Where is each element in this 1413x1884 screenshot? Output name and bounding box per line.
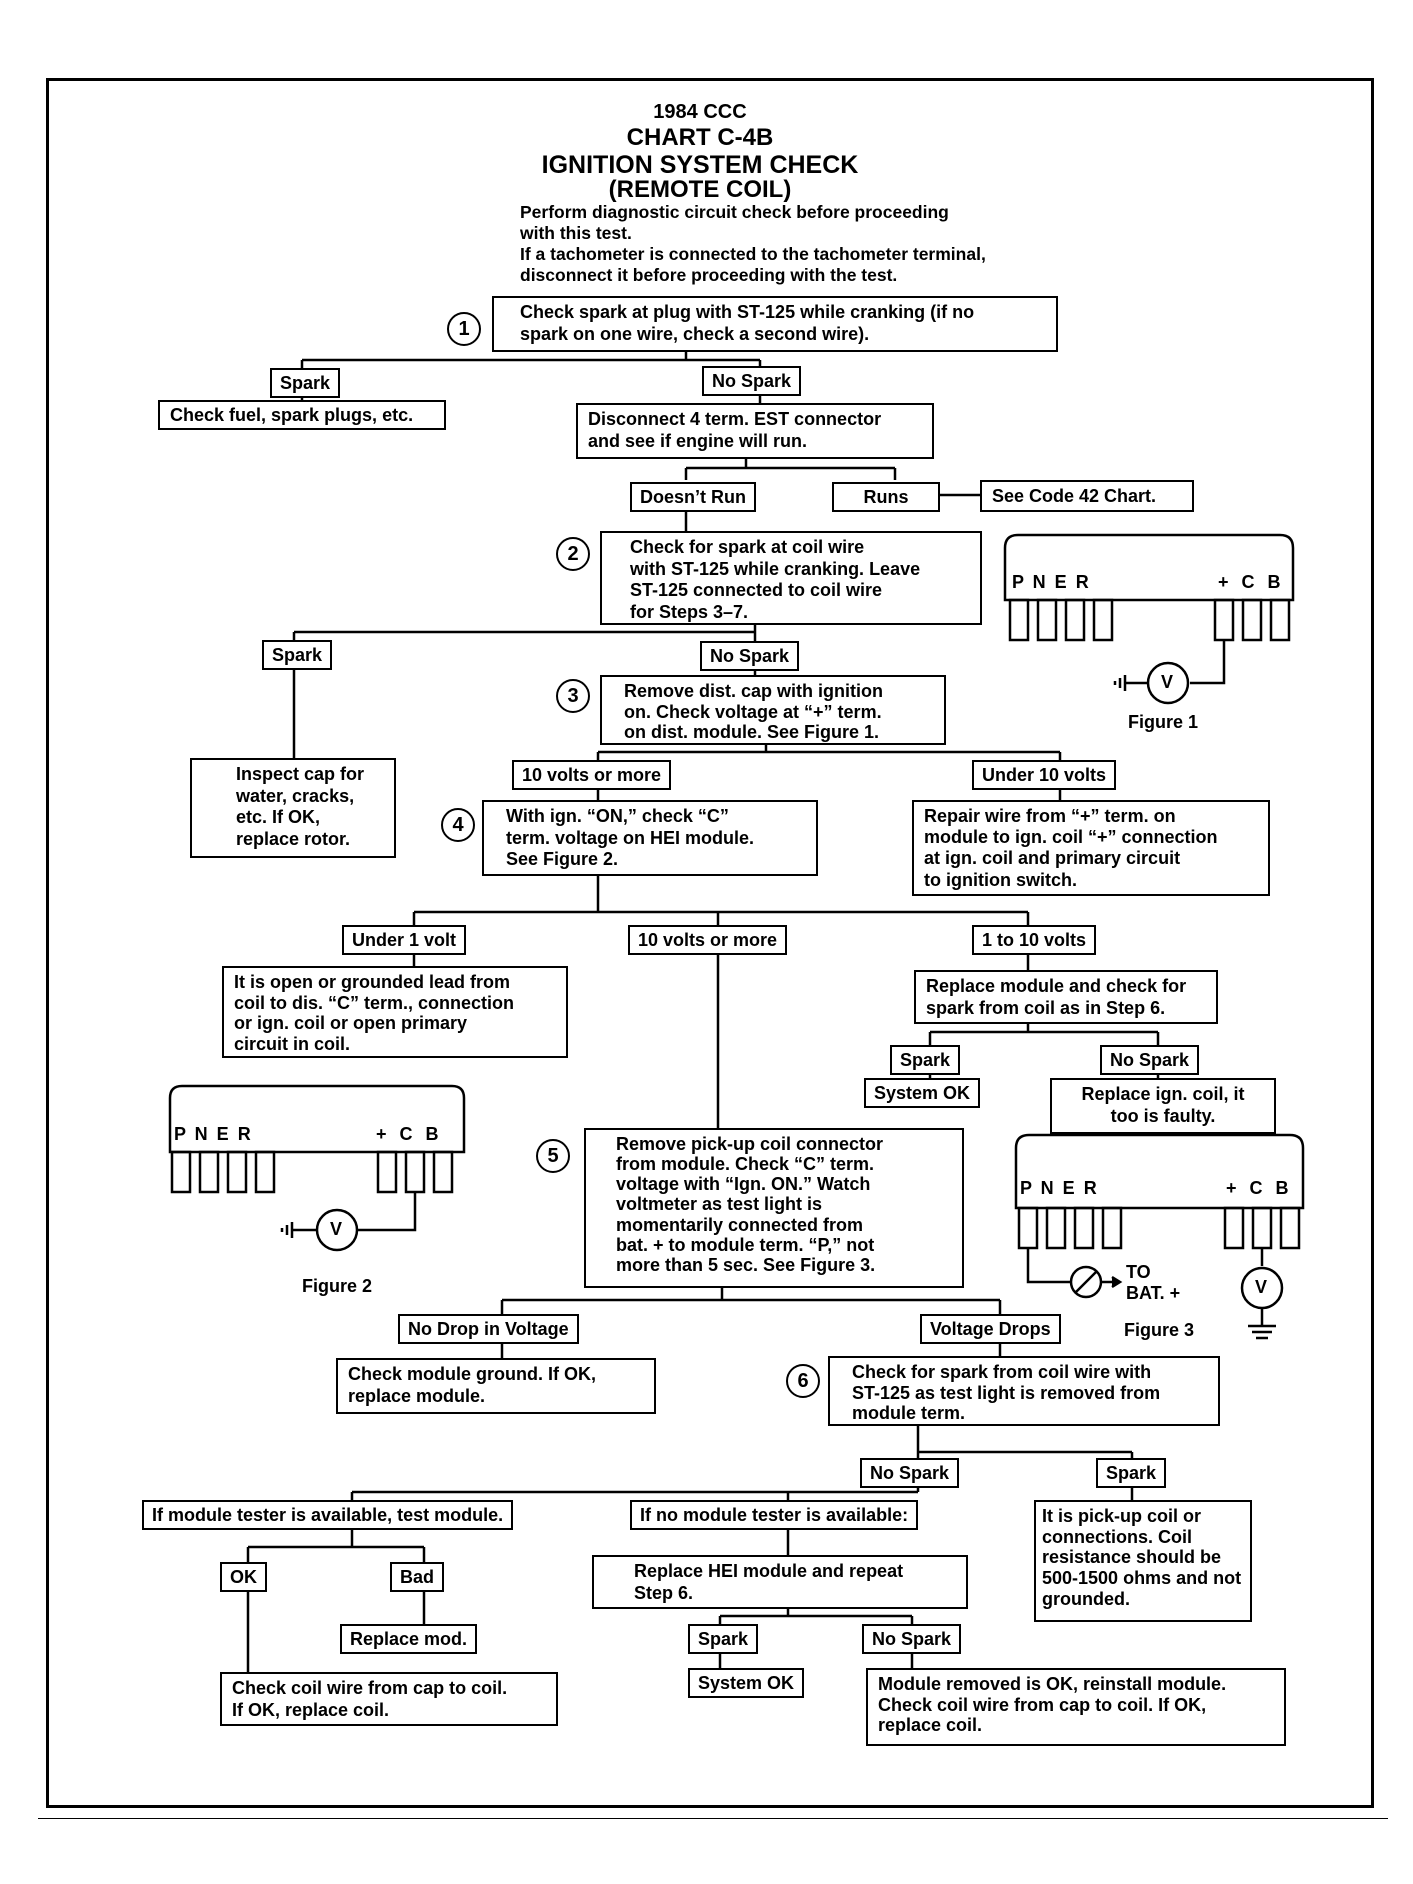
label-no-spark-5: No Spark [862,1624,962,1654]
figure2-terminals-left: P N E R [174,1124,251,1144]
chart-border [46,78,1374,1808]
figure3-terminals-right: + C B [1226,1178,1289,1198]
figure1-caption: Figure 1 [1128,712,1199,732]
label-runs: Runs [832,482,940,512]
step-1-box: Check spark at plug with ST-125 while cr… [492,296,1058,352]
label-no-spark-4: No Spark [860,1458,960,1488]
figure1-terminals-right: + C B [1218,572,1281,592]
step-4-box: With ign. “ON,” check “C” term. voltage … [482,800,818,876]
label-tester-available: If module tester is available, test modu… [142,1500,514,1530]
label-bad: Bad [390,1562,445,1592]
label-no-drop: No Drop in Voltage [398,1314,579,1344]
step-3-box: Remove dist. cap with ignition on. Check… [600,675,946,745]
step-6-marker: 6 [786,1364,820,1398]
figure2-caption: Figure 2 [302,1276,373,1296]
disconnect-est-box: Disconnect 4 term. EST connector and see… [576,403,934,459]
check-coil-wire-box: Check coil wire from cap to coil. If OK,… [220,1672,558,1726]
system-ok-box-2: System OK [688,1668,805,1698]
label-no-spark-1: No Spark [702,366,802,396]
label-spark-5: Spark [688,1624,759,1654]
replace-module-check-box: Replace module and check for spark from … [914,970,1218,1024]
label-10-volts-or-more-1: 10 volts or more [512,760,672,790]
open-lead-box: It is open or grounded lead from coil to… [222,966,568,1058]
see-code42-box: See Code 42 Chart. [980,480,1194,512]
label-spark-1: Spark [270,368,341,398]
label-spark-3: Spark [890,1045,961,1075]
step-5-box: Remove pick-up coil connector from modul… [584,1128,964,1288]
label-ok: OK [220,1562,267,1592]
label-under-10-volts: Under 10 volts [972,760,1117,790]
label-spark-2: Spark [262,640,333,670]
figure1-terminals-left: P N E R [1012,572,1089,592]
label-1-to-10-volts: 1 to 10 volts [972,925,1097,955]
module-ok-box: Module removed is OK, reinstall module. … [866,1668,1286,1746]
figure3-terminals-left: P N E R [1020,1178,1097,1198]
page-baseline [38,1818,1388,1819]
page-title: IGNITION SYSTEM CHECK [541,151,859,179]
figure3-battery-label: TO BAT. + [1126,1262,1181,1303]
header-chart-id: CHART C-4B [626,124,774,151]
step-2-marker: 2 [556,537,590,571]
step-5-marker: 5 [536,1139,570,1173]
step-1-marker: 1 [447,312,481,346]
check-fuel-box: Check fuel, spark plugs, etc. [158,400,446,430]
header-year: 1984 CCC [653,101,747,123]
figure3-caption: Figure 3 [1124,1320,1195,1340]
intro-note: Perform diagnostic circuit check before … [520,202,986,285]
repair-wire-box: Repair wire from “+” term. on module to … [912,800,1270,896]
step-4-marker: 4 [441,808,475,842]
label-spark-4: Spark [1096,1458,1167,1488]
label-doesnt-run: Doesn’t Run [630,482,756,512]
label-no-spark-3: No Spark [1100,1045,1200,1075]
label-under-1-volt: Under 1 volt [342,925,467,955]
step-2-box: Check for spark at coil wire with ST-125… [600,531,982,625]
label-no-tester: If no module tester is available: [630,1500,919,1530]
replace-ign-coil-box: Replace ign. coil, it too is faulty. [1050,1078,1276,1134]
step-3-marker: 3 [556,679,590,713]
replace-hei-box: Replace HEI module and repeat Step 6. [592,1555,968,1609]
figure2-module [168,1084,466,1252]
label-no-spark-2: No Spark [700,641,800,671]
label-voltage-drops: Voltage Drops [920,1314,1061,1344]
page-subtitle: (REMOTE COIL) [608,176,792,203]
figure3-voltmeter-label: V [1255,1277,1268,1297]
inspect-cap-box: Inspect cap for water, cracks, etc. If O… [190,758,396,858]
figure2-voltmeter-label: V [330,1219,343,1239]
figure3-module [1014,1133,1305,1340]
label-10-volts-or-more-2: 10 volts or more [628,925,788,955]
figure2-terminals-right: + C B [376,1124,439,1144]
system-ok-box-1: System OK [864,1078,981,1108]
check-module-ground-box: Check module ground. If OK, replace modu… [336,1358,656,1414]
pickup-coil-box: It is pick-up coil or connections. Coil … [1034,1500,1252,1622]
step-6-box: Check for spark from coil wire with ST-1… [828,1356,1220,1426]
figure1-module [1003,533,1295,705]
replace-mod-box: Replace mod. [340,1624,478,1654]
figure1-voltmeter-label: V [1161,672,1174,692]
